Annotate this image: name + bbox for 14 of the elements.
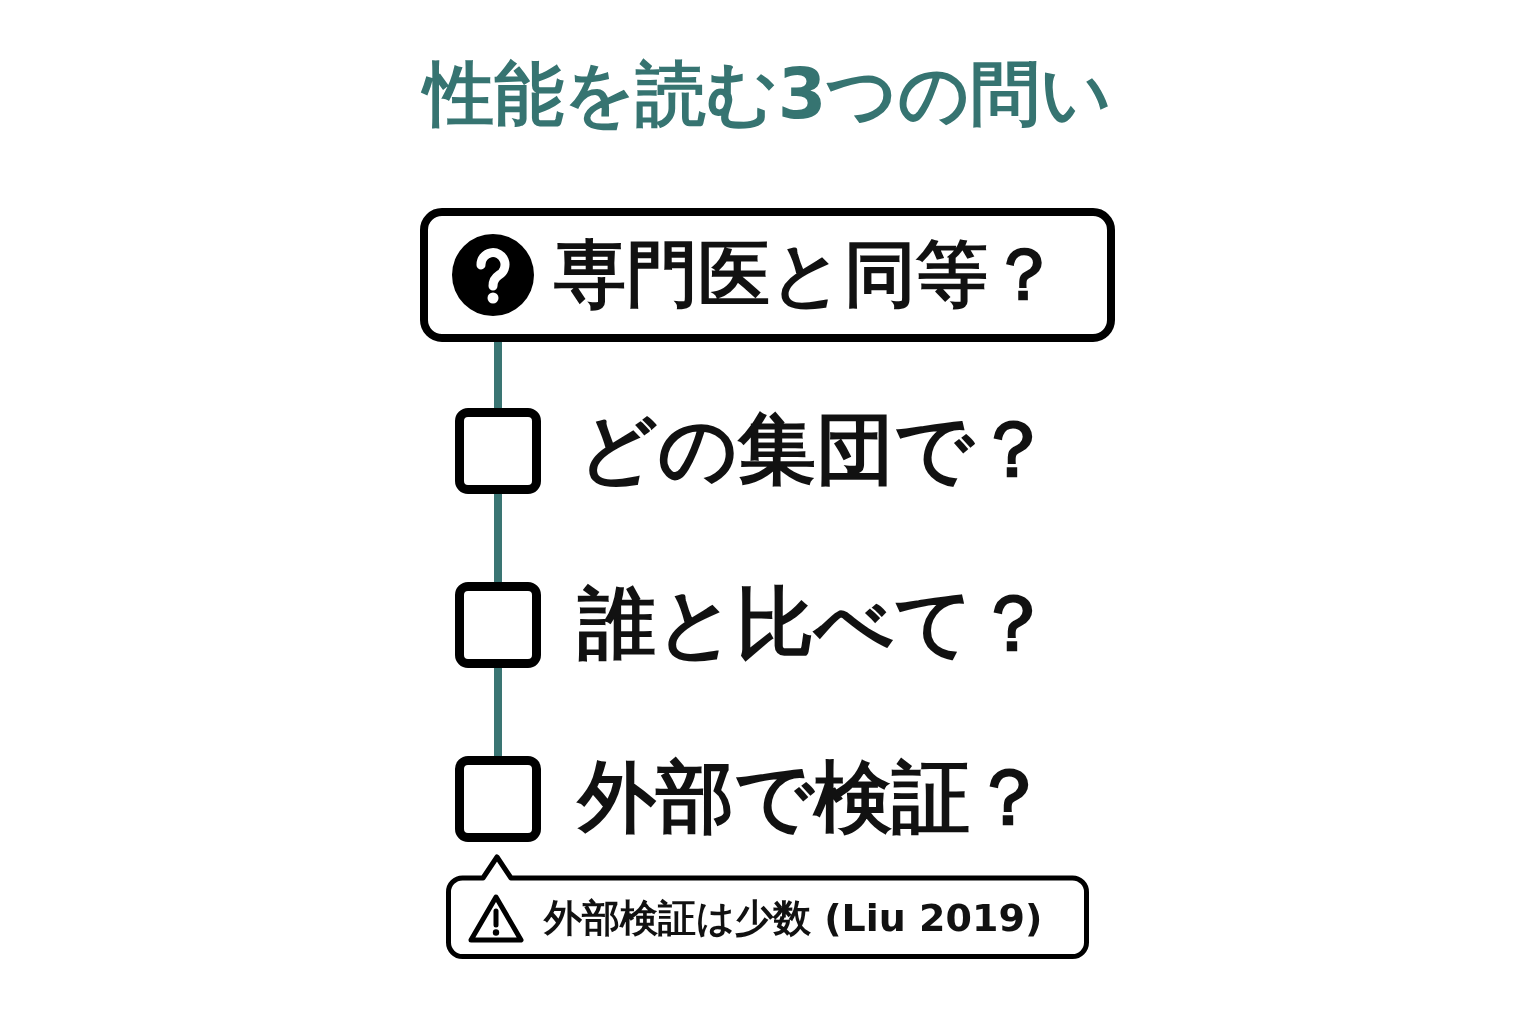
note-text: 外部検証は少数 (Liu 2019) <box>544 896 1043 941</box>
checkbox <box>455 408 541 494</box>
question-text: 誰と比べて？ <box>578 581 1052 667</box>
question-text: 外部で検証？ <box>578 755 1048 841</box>
connector-line <box>494 494 502 582</box>
question-text: どの集団で？ <box>578 407 1052 493</box>
question-card <box>420 208 1115 342</box>
connector-line <box>494 342 502 408</box>
title: 性能を読む3つの問い <box>420 52 1114 136</box>
question-text: 専門医と同等？ <box>554 235 1060 315</box>
checkbox <box>455 582 541 668</box>
checkbox <box>455 756 541 842</box>
callout-bubble <box>446 854 1089 959</box>
connector-line <box>494 668 502 756</box>
